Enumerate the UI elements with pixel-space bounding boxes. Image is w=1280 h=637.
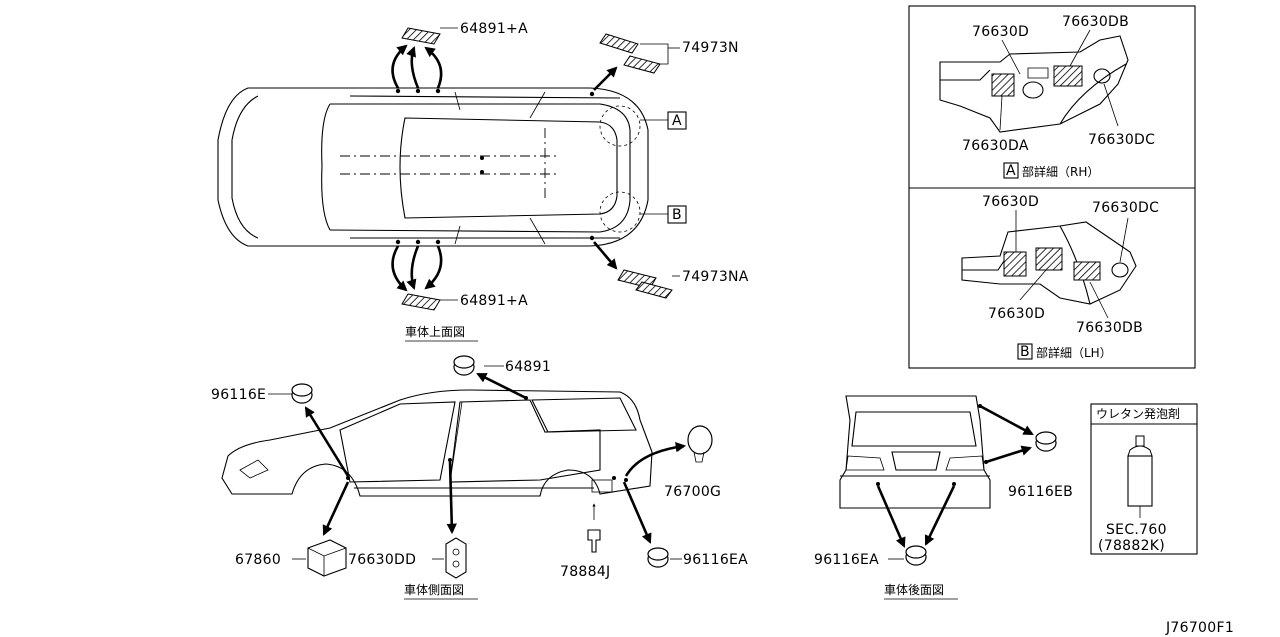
foam-sec: SEC.760 [1106, 522, 1167, 538]
label-detail-a-76630db: 76630DB [1062, 14, 1129, 30]
label-64891-a-top: 64891+A [460, 21, 528, 37]
caption-side-view: 車体側面図 [404, 583, 464, 597]
plug-96116eb [979, 404, 1057, 464]
detail-a-marker-box [1003, 162, 1019, 179]
caption-top-view: 車体上面図 [405, 325, 465, 339]
marker-b-box [667, 205, 687, 224]
plug-64891-side [453, 355, 527, 400]
label-96116eb: 96116EB [1008, 484, 1073, 500]
foam-part: (78882K) [1098, 538, 1165, 554]
label-67860: 67860 [235, 552, 281, 568]
label-74973n: 74973N [682, 40, 739, 56]
side-view-car [221, 389, 653, 497]
marker-b: B [672, 207, 682, 223]
label-74973na: 74973NA [682, 269, 749, 285]
detail-b-drawing [961, 210, 1137, 319]
label-detail-b-76630dc: 76630DC [1092, 200, 1159, 216]
detail-a-drawing [939, 29, 1129, 133]
tape-64891-bottom [391, 245, 443, 311]
plug-96116ea-side [622, 481, 669, 568]
caption-rear-view: 車体後面図 [884, 583, 944, 597]
label-96116ea-side: 96116EA [683, 552, 748, 568]
detail-b-marker-box [1017, 343, 1033, 360]
block-76630dd [445, 461, 467, 579]
caption-detail-b: 部詳細（LH） [1036, 345, 1112, 360]
diagram-id: J76700F1 [1165, 620, 1234, 636]
foam-can [1127, 435, 1153, 518]
detail-b-marker: B [1020, 344, 1030, 360]
label-78884j: 78884J [560, 564, 610, 580]
detail-frame [908, 5, 1196, 369]
label-64891-a-bottom: 64891+A [460, 293, 528, 309]
label-76700g: 76700G [664, 484, 721, 500]
label-detail-a-76630da: 76630DA [962, 138, 1029, 154]
label-detail-a-76630dc: 76630DC [1088, 132, 1155, 148]
rear-view-car [839, 395, 991, 509]
label-detail-a-76630d: 76630D [972, 24, 1029, 40]
block-67860 [307, 481, 350, 577]
plug-96116e [291, 383, 350, 477]
fuel-lid-76700g [624, 425, 713, 477]
plug-78884j [587, 503, 601, 553]
tape-74973n-top [593, 33, 669, 91]
label-detail-b-76630d-bottom: 76630D [988, 306, 1045, 322]
label-64891-side: 64891 [505, 359, 551, 375]
label-76630dd: 76630DD [348, 552, 416, 568]
label-detail-b-76630d-top: 76630D [982, 194, 1039, 210]
caption-detail-a: 部詳細（RH） [1022, 164, 1099, 179]
marker-a: A [672, 113, 682, 129]
label-detail-b-76630db: 76630DB [1076, 320, 1143, 336]
label-96116ea-rear: 96116EA [814, 552, 879, 568]
foam-title: ウレタン発泡剤 [1096, 406, 1180, 421]
detail-a-marker: A [1006, 163, 1016, 179]
plug-96116ea-rear [876, 485, 956, 566]
marker-a-box [667, 111, 687, 130]
tape-74973na-bottom [593, 241, 673, 299]
label-96116e: 96116E [211, 387, 266, 403]
tape-64891-top [391, 27, 443, 89]
top-view-car [217, 87, 668, 247]
